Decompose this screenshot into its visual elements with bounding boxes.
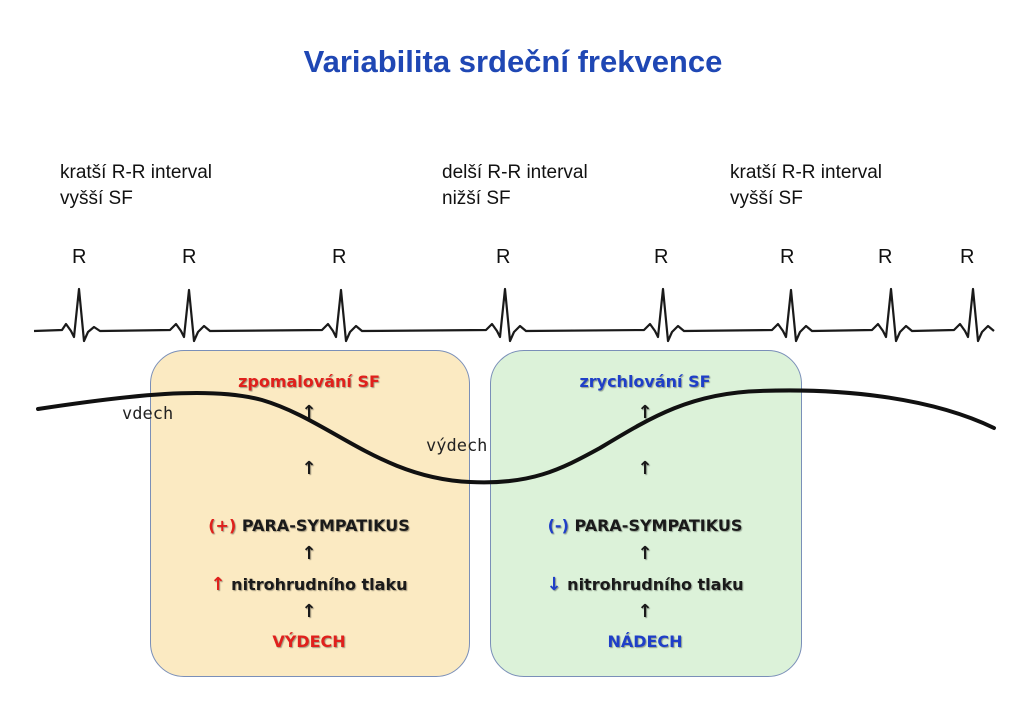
right-phase: NÁDECH <box>607 632 683 651</box>
right-result: zrychlování SF <box>579 372 711 391</box>
interval-label-1: kratší R-R interval vyšší SF <box>60 160 212 212</box>
right-pressure-text: nitrohrudního tlaku <box>567 575 744 594</box>
r-label-3: R <box>332 246 347 268</box>
r-label-1: R <box>72 246 87 268</box>
page-title: Variabilita srdeční frekvence <box>303 44 723 79</box>
left-arrow-2: ↑ <box>301 458 317 479</box>
exhale-box <box>150 350 470 677</box>
breath-label-exhale: výdech <box>426 436 488 456</box>
right-system-sign: (-) <box>547 516 569 535</box>
interval-label-2: delší R-R interval nižší SF <box>442 160 588 212</box>
left-pressure-arrow: ↑ <box>210 574 226 595</box>
r-label-5: R <box>654 246 669 268</box>
right-arrow-1: ↑ <box>637 402 653 423</box>
right-arrow-4: ↑ <box>637 601 653 622</box>
r-label-2: R <box>182 246 197 268</box>
left-pressure: ↑ nitrohrudního tlaku <box>150 574 468 595</box>
left-phase: VÝDECH <box>272 632 346 651</box>
breathing-curve <box>36 388 996 485</box>
right-pressure: ↓ nitrohrudního tlaku <box>490 574 800 595</box>
interval-3-line2: vyšší SF <box>730 188 803 209</box>
left-pressure-text: nitrohrudního tlaku <box>231 575 408 594</box>
right-arrow-2: ↑ <box>637 458 653 479</box>
interval-3-line1: kratší R-R interval <box>730 162 883 183</box>
left-system: (+) PARA-SYMPATIKUS <box>150 516 468 535</box>
breath-label-inhale: vdech <box>122 404 174 424</box>
right-system: (-) PARA-SYMPATIKUS <box>490 516 800 535</box>
r-label-8: R <box>960 246 975 268</box>
left-system-sign: (+) <box>208 516 237 535</box>
interval-label-3: kratší R-R interval vyšší SF <box>730 160 882 212</box>
right-system-name: PARA-SYMPATIKUS <box>574 516 743 535</box>
r-label-6: R <box>780 246 795 268</box>
interval-2-line2: nižší SF <box>442 188 511 209</box>
left-arrow-3: ↑ <box>301 543 317 564</box>
interval-1-line2: vyšší SF <box>60 188 133 209</box>
ecg-trace <box>33 287 995 343</box>
right-pressure-arrow: ↓ <box>546 574 562 595</box>
right-arrow-3: ↑ <box>637 543 653 564</box>
left-result: zpomalování SF <box>238 372 380 391</box>
r-label-4: R <box>496 246 511 268</box>
interval-1-line1: kratší R-R interval <box>60 162 213 183</box>
interval-2-line1: delší R-R interval <box>442 162 588 183</box>
inhale-box <box>490 350 802 677</box>
left-arrow-1: ↑ <box>301 402 317 423</box>
left-arrow-4: ↑ <box>301 601 317 622</box>
r-label-7: R <box>878 246 893 268</box>
left-system-name: PARA-SYMPATIKUS <box>241 516 410 535</box>
